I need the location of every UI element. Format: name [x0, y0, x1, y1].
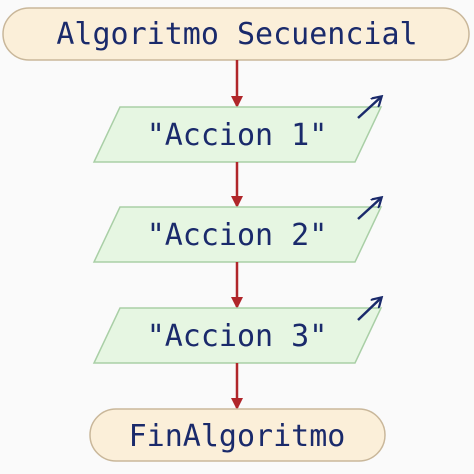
end-terminal-label: FinAlgoritmo [129, 419, 346, 454]
action-node-3: "Accion 3" [92, 298, 383, 364]
action-node-3-label: "Accion 3" [147, 319, 328, 354]
output-arrow-1-icon [357, 97, 381, 119]
action-node-2-label: "Accion 2" [147, 218, 328, 253]
action-node-1-shape [92, 106, 383, 163]
action-node-2: "Accion 2" [92, 198, 383, 263]
action-node-3-shape [92, 307, 383, 364]
start-terminal-label: Algoritmo Secuencial [56, 17, 417, 52]
output-arrow-2-icon [357, 198, 381, 220]
action-node-1-label: "Accion 1" [147, 118, 328, 153]
output-arrow-3-icon [357, 298, 381, 321]
end-terminal: FinAlgoritmo [89, 408, 386, 462]
end-terminal-shape [89, 408, 386, 462]
action-node-2-shape [92, 206, 383, 263]
action-node-1: "Accion 1" [92, 97, 383, 163]
start-terminal: Algoritmo Secuencial [2, 7, 470, 61]
